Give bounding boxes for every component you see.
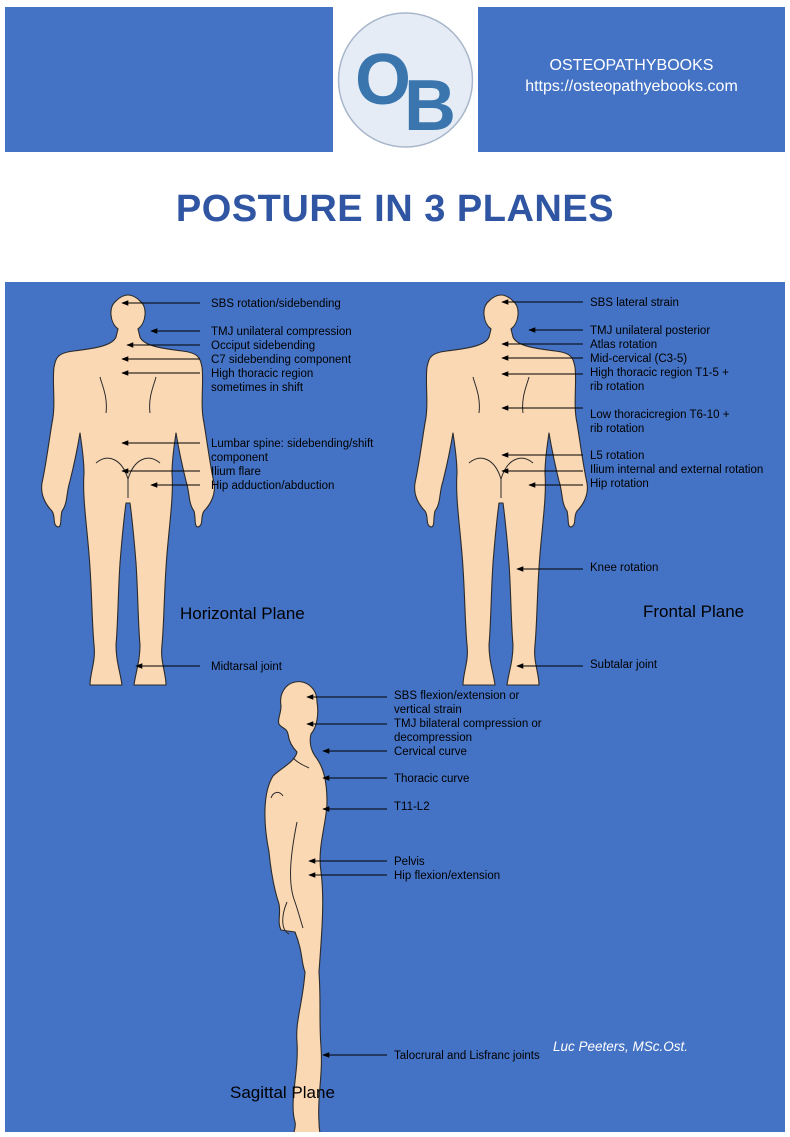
logo-letter-b: B <box>404 66 456 146</box>
label-low-thoracic-rib: Low thoracicregion T6-10 +rib rotation <box>590 409 730 435</box>
header-text: OSTEOPATHYBOOKS https://osteopathyebooks… <box>478 55 785 97</box>
label-hip-rotation: Hip rotation <box>590 478 649 490</box>
label-c7-sidebending: C7 sidebending component <box>211 354 352 366</box>
label-talocrural-lisfranc: Talocrural and Lisfranc joints <box>394 1050 540 1062</box>
label-subtalar-joint: Subtalar joint <box>590 659 658 671</box>
label-midtarsal-joint: Midtarsal joint <box>211 661 283 673</box>
label-hip-adduction: Hip adduction/abduction <box>211 480 334 492</box>
logo-letter-o: O <box>355 40 411 120</box>
label-hip-flexion-extension: Hip flexion/extension <box>394 870 500 882</box>
header-band-left <box>5 7 333 152</box>
label-high-thoracic-rib: High thoracic region T1-5 +rib rotation <box>590 367 729 393</box>
label-thoracic-curve: Thoracic curve <box>394 773 469 785</box>
plane-title-frontal: Frontal Plane <box>643 602 744 621</box>
arrows-frontal <box>501 299 583 669</box>
label-pelvis: Pelvis <box>394 856 425 868</box>
labels-frontal: SBS lateral strain TMJ unilateral poster… <box>590 297 763 671</box>
label-knee-rotation: Knee rotation <box>590 562 658 574</box>
label-cervical-curve: Cervical curve <box>394 746 467 758</box>
figure-back-frontal <box>414 294 588 686</box>
label-tmj-unilateral-compression: TMJ unilateral compression <box>211 326 352 338</box>
diagram-panel: SBS rotation/sidebending TMJ unilateral … <box>5 282 785 1132</box>
label-mid-cervical: Mid-cervical (C3-5) <box>590 353 687 365</box>
brand-name: OSTEOPATHYBOOKS <box>549 57 714 74</box>
figure-back-horizontal <box>41 294 215 686</box>
header-band-right <box>478 7 785 152</box>
label-tmj-unilateral-posterior: TMJ unilateral posterior <box>590 325 710 337</box>
arrows-horizontal <box>121 300 200 669</box>
labels-horizontal: SBS rotation/sidebending TMJ unilateral … <box>180 298 374 673</box>
figure-side-sagittal <box>264 681 328 1132</box>
plane-title-horizontal: Horizontal Plane <box>180 604 305 623</box>
label-sbs-rotation: SBS rotation/sidebending <box>211 298 341 310</box>
brand-url[interactable]: https://osteopathyebooks.com <box>525 78 738 95</box>
arrows-sagittal <box>306 694 387 1058</box>
label-l5-rotation: L5 rotation <box>590 450 644 462</box>
label-sbs-lateral-strain: SBS lateral strain <box>590 297 679 309</box>
ob-logo: O B <box>337 12 474 148</box>
plane-title-sagittal: Sagittal Plane <box>230 1083 335 1102</box>
label-atlas-rotation: Atlas rotation <box>590 339 657 351</box>
label-occiput-sidebending: Occiput sidebending <box>211 340 315 352</box>
label-t11-l2: T11-L2 <box>394 801 430 813</box>
page-title: POSTURE IN 3 PLANES <box>175 188 615 230</box>
label-ilium-internal-external: Ilium internal and external rotation <box>590 464 763 476</box>
label-ilium-flare: Ilium flare <box>211 466 261 478</box>
logo-box: O B <box>333 7 478 152</box>
author-credit: Luc Peeters, MSc.Ost. <box>553 1039 688 1054</box>
posture-diagram: SBS rotation/sidebending TMJ unilateral … <box>41 294 763 1132</box>
